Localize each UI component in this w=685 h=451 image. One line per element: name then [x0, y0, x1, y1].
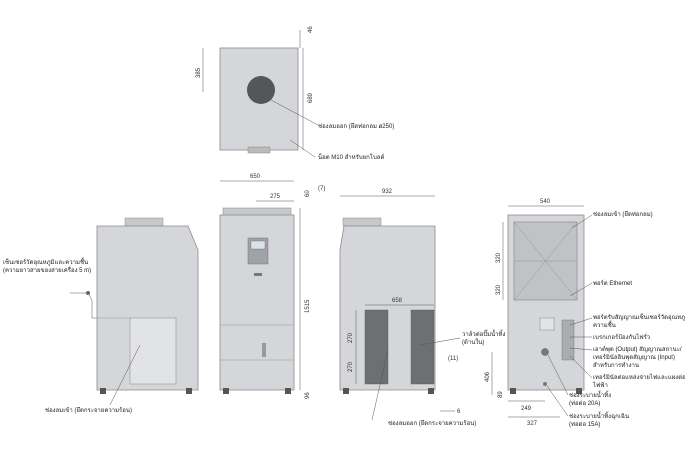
grille-right: [410, 309, 435, 385]
drain-label-1: ช่องระบายน้ำทิ้ง: [569, 389, 611, 399]
io-label-1: เอาต์พุต (Output) สัญญาณสถานะ/: [593, 345, 682, 353]
dim-left: 385: [196, 67, 202, 78]
drain-valve-label-1: วาล์วต่อปั๊มน้ำทิ้ง: [462, 328, 505, 338]
dim-bottom-gap: (11): [448, 356, 458, 362]
grille-left: [364, 309, 389, 385]
dim-rear-89: 89: [498, 391, 504, 398]
top-connector: [247, 146, 271, 154]
front-view: 650 275 1515 60 (7) 96: [219, 174, 325, 399]
rear-service-panel: [539, 317, 555, 331]
dim-rear-h-upper: 320: [496, 252, 502, 263]
rear-caster-1: [510, 388, 516, 394]
dim-inner-width: 275: [270, 194, 281, 200]
terminal-label-2: ไฟฟ้า: [592, 381, 608, 389]
dim-right: 689: [308, 92, 314, 103]
sensor-icon: [86, 291, 90, 295]
control-display: [250, 240, 266, 250]
dim-rear-327: 327: [527, 421, 538, 427]
rear-caster-2: [576, 388, 582, 394]
dim-grille-h2: 270: [348, 361, 354, 372]
dim-grille-width: 658: [392, 298, 403, 304]
sensor-label-2: (ความยาวสายของสายเครื่อง 5 m): [3, 266, 91, 274]
ethernet-label: พอร์ต Ethernet: [593, 279, 632, 287]
right-side-view: 932 658 270 270 (11) 6 วาล์วต่อปั๊มน้ำทิ…: [339, 189, 505, 427]
dim-top: 46: [308, 26, 314, 33]
outlet-label: ช่องลมออก (ยึดกระจายความร้อน): [388, 420, 476, 427]
left-side-view: เซ็นเซอร์วัดอุณหภูมิและความชื้น (ความยาว…: [3, 217, 199, 414]
sensor-port-label-1: พอร์ตรับสัญญาณเซ็นเซอร์วัดอุณหภูมิและ: [593, 312, 685, 321]
front-caster-1: [223, 388, 229, 394]
left-caster-2: [186, 388, 192, 394]
intake-label: ช่องลมเข้า (ยึดกระจายความร้อน): [45, 407, 132, 414]
bolt-leader: [289, 139, 316, 158]
right-caster-1: [343, 388, 349, 394]
intake-leader: [109, 344, 141, 406]
drain-label-2: (ท่อต่อ 20A): [569, 400, 600, 407]
dim-depth: 932: [382, 189, 393, 195]
front-caster-2: [285, 388, 291, 394]
sensor-cable: [70, 292, 97, 319]
dim-height: 1515: [305, 299, 311, 313]
dim-width: 650: [250, 174, 261, 180]
outlet-leader: [371, 349, 389, 421]
io-label-3: สำหรับการทำงาน: [593, 362, 639, 369]
bolt-label: น็อต M10 สำหรับยกโบลต์: [318, 152, 384, 161]
sensor-port-label-2: ความชื้น: [593, 319, 616, 329]
exhaust-leader: [270, 99, 319, 126]
drain-valve-leader: [419, 337, 461, 346]
dim-grille-h1: 270: [348, 332, 354, 343]
inlet-label: ช่องลมเข้า (ยึดท่อกลม): [593, 211, 653, 218]
breaker-label: เบรกเกอร์ป้องกันไฟรั่ว: [593, 333, 650, 341]
rear-electrical-box: [561, 319, 575, 361]
terminal-label-1: เทอร์มินัลต่อแหล่งจ่ายไฟและแผงต่อ: [593, 373, 685, 381]
dim-rear-249: 249: [521, 406, 532, 412]
front-handle: [262, 343, 266, 357]
drain-valve-label-2: (ด้านใน): [462, 338, 484, 346]
io-label-2: เทอร์มินัลอินพุตสัญญาณ (Input): [593, 353, 675, 361]
dim-rear-h-lower: 320: [496, 284, 502, 295]
dim-foot: 6: [457, 409, 461, 415]
rear-view: 540 320 320 406 89 249 327 ช่องลมเข้า (ย…: [485, 199, 685, 428]
dim-rear-width: 540: [540, 199, 551, 205]
dim-gap-bottom: (7): [318, 186, 325, 192]
dim-gap-top: 60: [305, 190, 311, 197]
sensor-label-1: เซ็นเซอร์วัดอุณหภูมิและความชื้น: [3, 256, 88, 266]
dim-bottom: 96: [305, 392, 311, 399]
exhaust-label: ช่องลมออก (ยึดท่อกลม ø250): [318, 123, 394, 130]
drain-hose-label-2: (ท่อต่อ 15A): [569, 421, 600, 428]
drain-hose-icon: [543, 382, 547, 386]
left-top-duct: [124, 217, 164, 227]
right-caster-2: [428, 388, 434, 394]
drain-hose-label-1: ช่องระบายน้ำทิ้งฉุกเฉิน: [569, 410, 629, 420]
drain-port-icon: [541, 348, 549, 356]
dim-rear-406: 406: [485, 371, 491, 382]
brand-logo: [254, 273, 262, 276]
left-caster-1: [100, 388, 106, 394]
right-top-duct: [342, 217, 382, 227]
left-access-panel: [129, 317, 177, 385]
top-view: 46 385 689 ช่องลมออก (ยึดท่อกลม ø250) น็…: [196, 26, 394, 161]
exhaust-duct: [247, 76, 275, 104]
